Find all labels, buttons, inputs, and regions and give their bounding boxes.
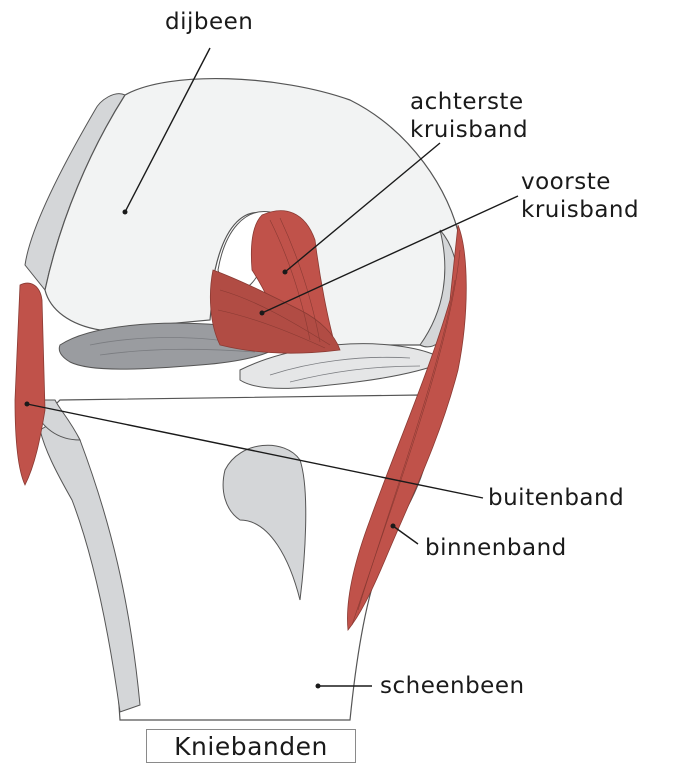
caption-box: Kniebanden [146,729,356,763]
leader-binnenband [393,526,418,544]
label-buitenband: buitenband [488,484,624,512]
label-dijbeen: dijbeen [165,8,253,36]
label-scheenbeen: scheenbeen [380,672,525,700]
label-binnenband: binnenband [425,534,567,562]
lateral-collateral-ligament [15,283,45,485]
diagram-caption: Kniebanden [147,732,355,761]
label-voorste-kruisband: voorste kruisband [521,168,639,224]
label-achterste-kruisband: achterste kruisband [410,88,528,144]
